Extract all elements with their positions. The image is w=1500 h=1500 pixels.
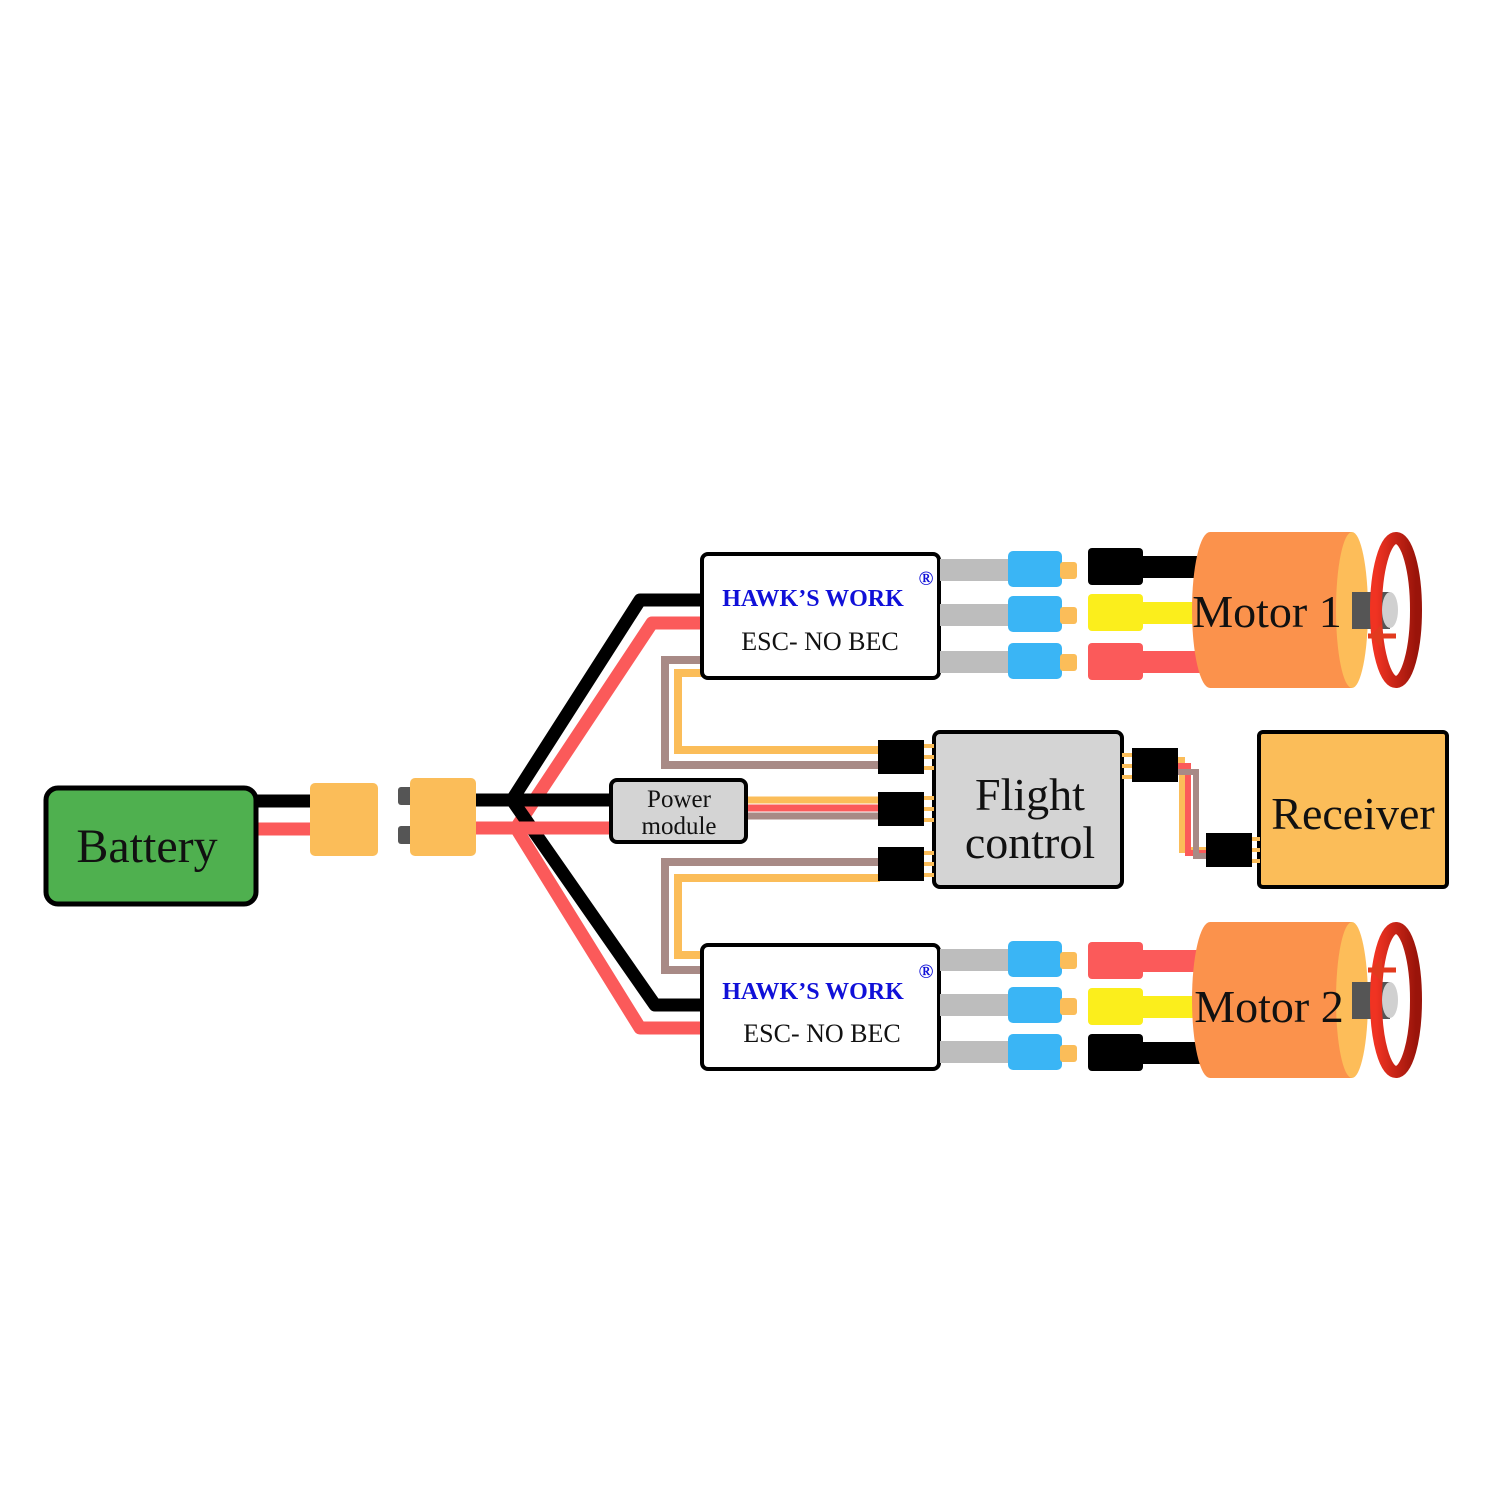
xt60-connector-male xyxy=(398,778,476,856)
receiver-header xyxy=(1206,833,1260,867)
receiver-label: Receiver xyxy=(1271,788,1434,839)
esc-top-model: ESC- NO BEC xyxy=(741,627,898,656)
fc-header-esc1 xyxy=(878,740,934,774)
esc-bottom-brand: HAWK’S WORK xyxy=(722,979,904,1005)
battery-label: Battery xyxy=(76,820,217,873)
power-module-cable xyxy=(745,796,880,820)
fc-header-esc2 xyxy=(878,847,934,881)
registered-mark: ® xyxy=(919,961,934,983)
esc-bottom: HAWK’S WORK ® ESC- NO BEC xyxy=(700,943,941,1071)
signal-wire-bottom xyxy=(661,858,880,974)
esc-top-brand: HAWK’S WORK xyxy=(722,586,904,612)
battery: Battery xyxy=(43,785,259,907)
registered-mark: ® xyxy=(919,568,934,590)
flight-control: Flight control xyxy=(932,730,1124,889)
fc-header-power xyxy=(878,792,934,826)
flight-control-line1: Flight xyxy=(975,769,1085,820)
receiver: Receiver xyxy=(1257,730,1449,889)
power-harness xyxy=(255,593,702,1035)
esc-top-motor-leads xyxy=(940,548,1200,680)
signal-wire-top xyxy=(661,656,880,769)
esc-bottom-motor-leads xyxy=(940,941,1200,1071)
esc-top: HAWK’S WORK ® ESC- NO BEC xyxy=(700,552,941,680)
flight-control-line2: control xyxy=(965,817,1095,868)
motor-1: Motor 1 xyxy=(1192,532,1422,688)
esc-bottom-model: ESC- NO BEC xyxy=(743,1019,900,1048)
power-module-line1: Power xyxy=(647,786,712,813)
motor-1-label: Motor 1 xyxy=(1192,586,1342,637)
fc-header-receiver xyxy=(1122,748,1178,782)
motor-2-label: Motor 2 xyxy=(1194,981,1344,1032)
motor-2: Motor 2 xyxy=(1192,922,1422,1078)
power-module-line2: module xyxy=(642,813,717,840)
power-module: Power module xyxy=(609,778,748,844)
xt60-connector-female xyxy=(310,783,378,856)
